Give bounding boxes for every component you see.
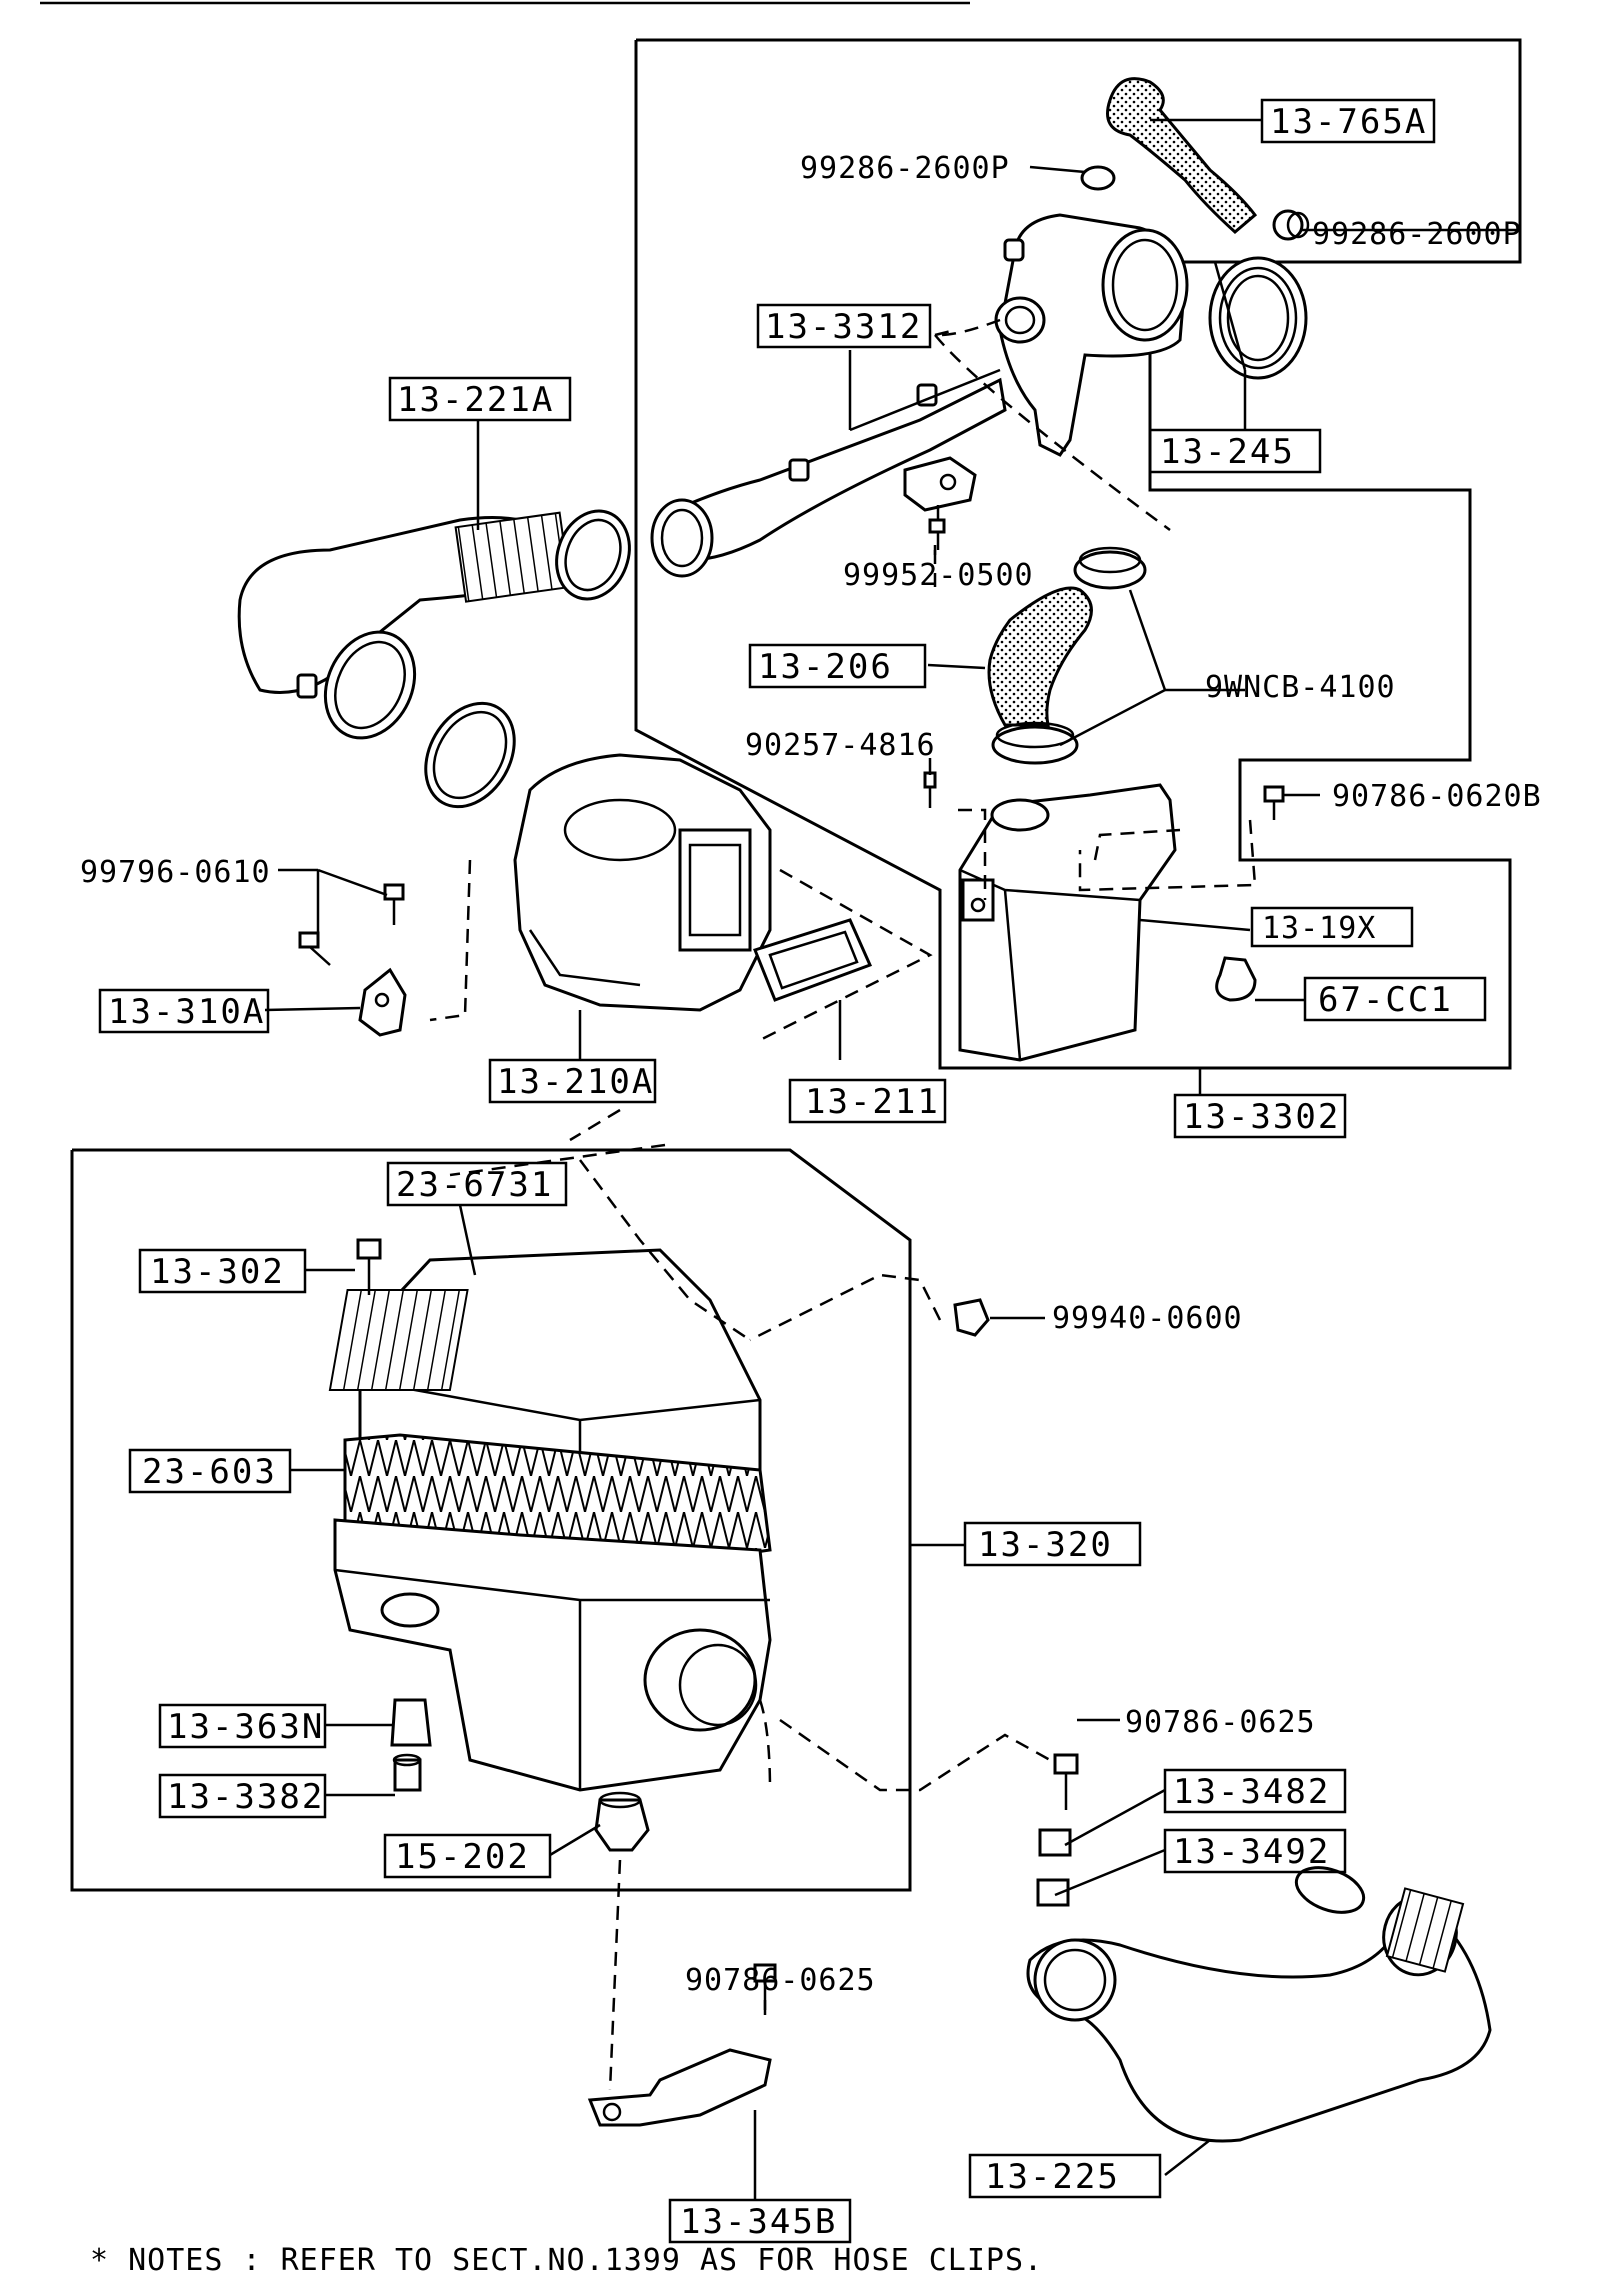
label-99940-0600: 99940-0600 (1052, 1301, 1243, 1336)
label-13-210A: 13-210A (497, 1062, 654, 1102)
clip-99286-a (1080, 165, 1116, 191)
label-13-363N: 13-363N (167, 1707, 324, 1747)
label-13-302: 13-302 (150, 1252, 285, 1292)
label-90257-4816: 90257-4816 (745, 728, 936, 763)
label-13-221A: 13-221A (397, 380, 554, 420)
hose-13-765A (1106, 77, 1258, 234)
label-13-310A: 13-310A (108, 992, 265, 1032)
label-13-3382: 13-3382 (167, 1777, 324, 1817)
air-duct-13-225 (1026, 1918, 1492, 2143)
intake-pipe-13-3312 (673, 377, 1007, 562)
mount-13-363N (390, 1698, 432, 1747)
label-99796-0610: 99796-0610 (80, 855, 271, 890)
collar-13-3382 (393, 1758, 422, 1792)
label-99286-2600P-a: 99286-2600P (800, 151, 1010, 186)
label-13-765A: 13-765A (1270, 102, 1427, 142)
hose-13-206 (987, 586, 1093, 727)
label-13-225: 13-225 (985, 2157, 1120, 2197)
air-cleaner-group-frame (70, 1148, 912, 1892)
label-15-202: 15-202 (395, 1837, 530, 1877)
ring-13-245 (1208, 256, 1308, 380)
grommet-99940 (953, 1298, 990, 1337)
upper-group-frame (634, 38, 1522, 1070)
air-cleaner-case-13-320 (333, 1518, 772, 1792)
label-90786-0620B: 90786-0620B (1332, 779, 1542, 814)
label-13-320: 13-320 (978, 1525, 1113, 1565)
label-67-CC1: 67-CC1 (1318, 980, 1453, 1020)
assembly-connection-lines (429, 318, 1257, 2091)
label-13-3312: 13-3312 (765, 307, 922, 347)
gasket-13-211 (753, 918, 873, 1002)
label-13-3482: 13-3482 (1173, 1772, 1330, 1812)
label-90786-0625-b: 90786-0625 (685, 1963, 876, 1998)
label-99286-2600P-b: 99286-2600P (1312, 217, 1522, 252)
label-13-3302: 13-3302 (1183, 1097, 1340, 1137)
hose-clip-note: * NOTES : REFER TO SECT.NO.1399 AS FOR H… (90, 2243, 1043, 2277)
label-boxes (98, 98, 1487, 2244)
label-13-3492: 13-3492 (1173, 1832, 1330, 1872)
label-9WNCB-4100: 9WNCB-4100 (1205, 670, 1396, 705)
bracket-13-345B (587, 2048, 772, 2127)
bracket-13-310A (358, 967, 407, 1037)
leader-lines (264, 118, 1520, 2200)
hose-clamp-ring (424, 701, 516, 809)
clip-9WNCB-b (991, 725, 1079, 765)
label-13-245: 13-245 (1160, 432, 1295, 472)
clip-9WNCB-a (1073, 550, 1147, 590)
label-13-19X: 13-19X (1262, 911, 1376, 946)
label-23-6731: 23-6731 (396, 1165, 553, 1205)
clip-67-CC1 (1215, 956, 1257, 1002)
label-90786-0625-a: 90786-0625 (1125, 1705, 1316, 1740)
label-23-603: 23-603 (142, 1452, 277, 1492)
label-13-206: 13-206 (758, 647, 893, 687)
label-13-211: 13-211 (805, 1082, 940, 1122)
label-99952-0500: 99952-0500 (843, 558, 1034, 593)
bolt-13-302 (356, 1238, 382, 1260)
resonator-tank-13-3302 (958, 783, 1177, 1062)
label-13-345B: 13-345B (680, 2202, 837, 2242)
